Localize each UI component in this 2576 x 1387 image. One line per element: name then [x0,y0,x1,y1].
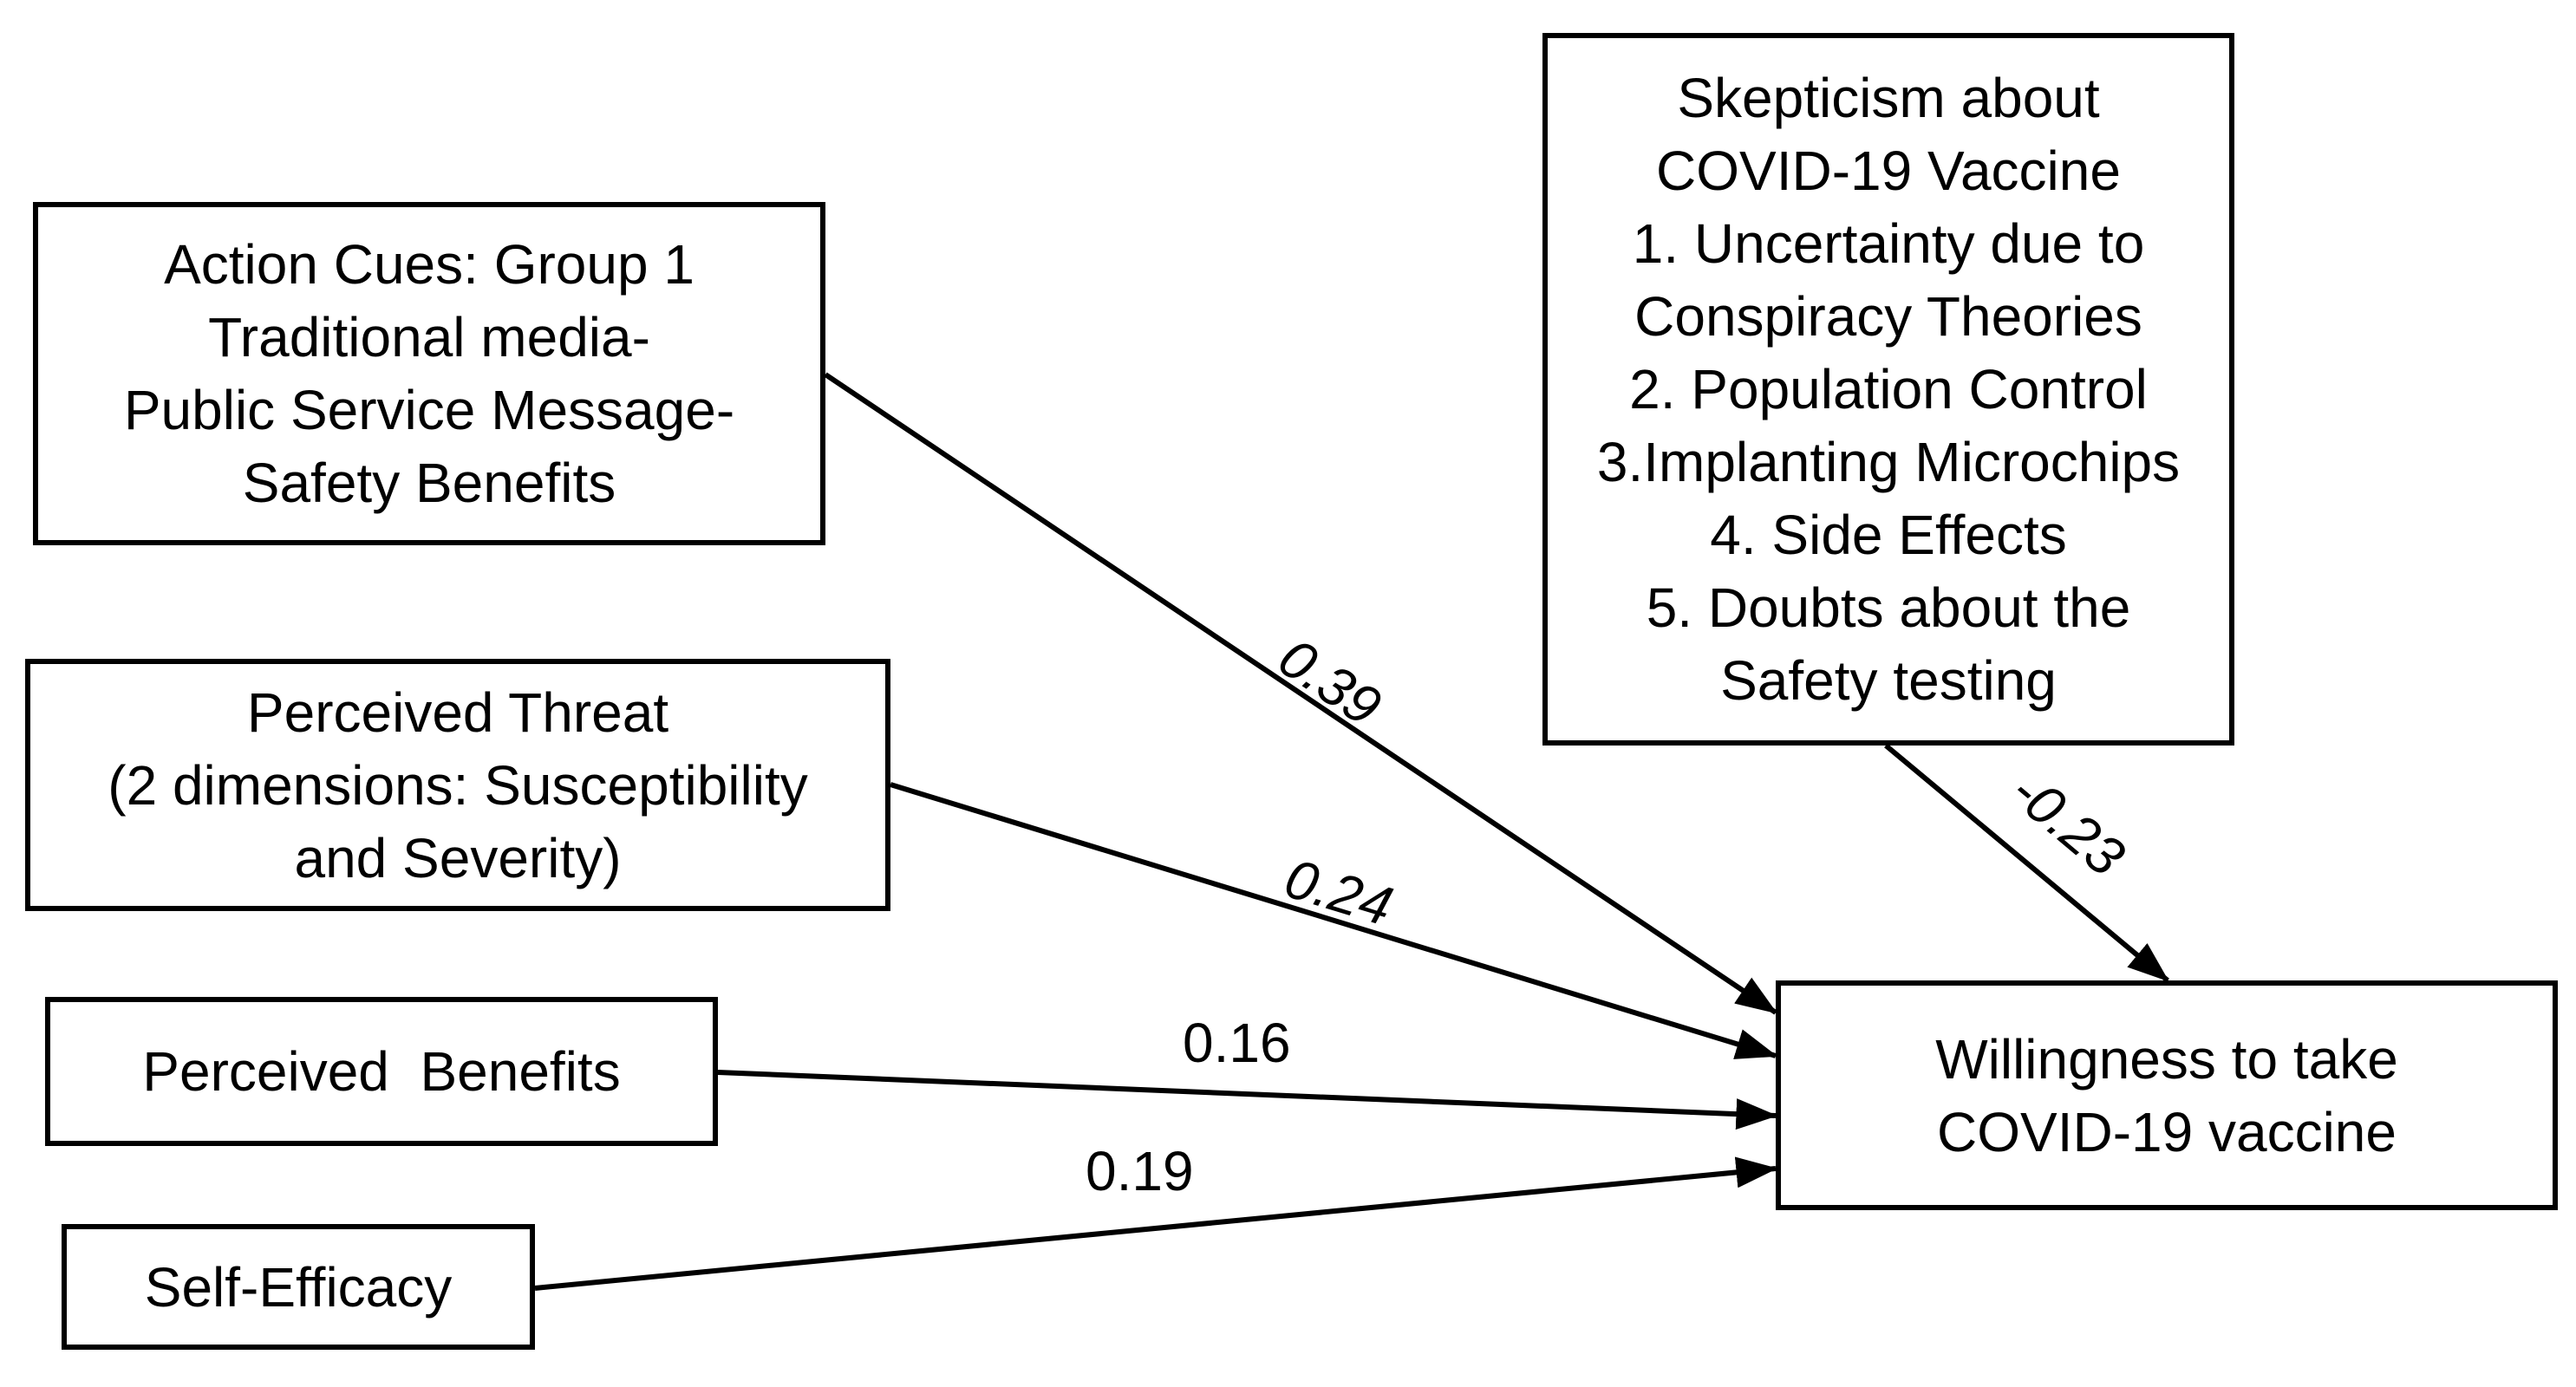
node-text-line: Skepticism about [1677,67,2100,129]
node-text-line: and Severity) [294,826,622,889]
node-text-line: Self-Efficacy [144,1255,453,1319]
node-text-line: Public Service Message- [123,379,735,441]
node-perceived-benefits: Perceived Benefits [45,997,718,1146]
edge-benefits-to-willingness [717,1070,1778,1130]
node-text-line: (2 dimensions: Susceptibility [108,753,808,817]
node-text-line: Conspiracy Theories [1634,285,2142,348]
node-text-line: 4. Side Effects [1710,504,2067,566]
edge-threat-to-willingness [890,782,1778,1059]
node-text-line: Perceived Threat [246,680,669,744]
coefficient-label-benefits: 0.16 [1183,1012,1291,1074]
node-action-cues: Action Cues: Group 1 Traditional media- … [33,202,825,545]
node-text-line: COVID-19 vaccine [1937,1100,2397,1163]
node-self-efficacy: Self-Efficacy [62,1224,535,1350]
coefficient-label-threat: 0.24 [1278,847,1399,938]
node-text-line: 5. Doubts about the [1646,576,2131,639]
edge-action-cues-to-willingness [824,372,1777,1015]
node-skepticism: Skepticism about COVID-19 Vaccine 1. Unc… [1542,33,2234,746]
node-text-line: Traditional media- [208,306,650,368]
node-text-line: Willingness to take [1935,1027,2398,1091]
node-text-line: COVID-19 Vaccine [1656,140,2121,202]
node-text-line: Safety testing [1720,649,2057,712]
node-text-line: Perceived Benefits [142,1040,621,1103]
edge-efficacy-to-willingness [534,1156,1778,1291]
coefficient-label-efficacy: 0.19 [1086,1140,1194,1202]
coefficient-label-skepticism: -0.23 [1999,759,2136,889]
node-text-line: 1. Uncertainty due to [1632,212,2145,275]
node-perceived-threat: Perceived Threat (2 dimensions: Suscepti… [25,659,890,911]
node-text-line: Action Cues: Group 1 [164,233,695,296]
coefficient-label-action-cues: 0.39 [1268,626,1392,738]
node-willingness: Willingness to take COVID-19 vaccine [1776,980,2558,1210]
node-text-line: 2. Population Control [1629,358,2148,420]
node-text-line: Safety Benefits [242,452,616,514]
node-text-line: 3.Implanting Microchips [1596,431,2181,493]
edge-skepticism-to-willingness [1884,743,2169,983]
